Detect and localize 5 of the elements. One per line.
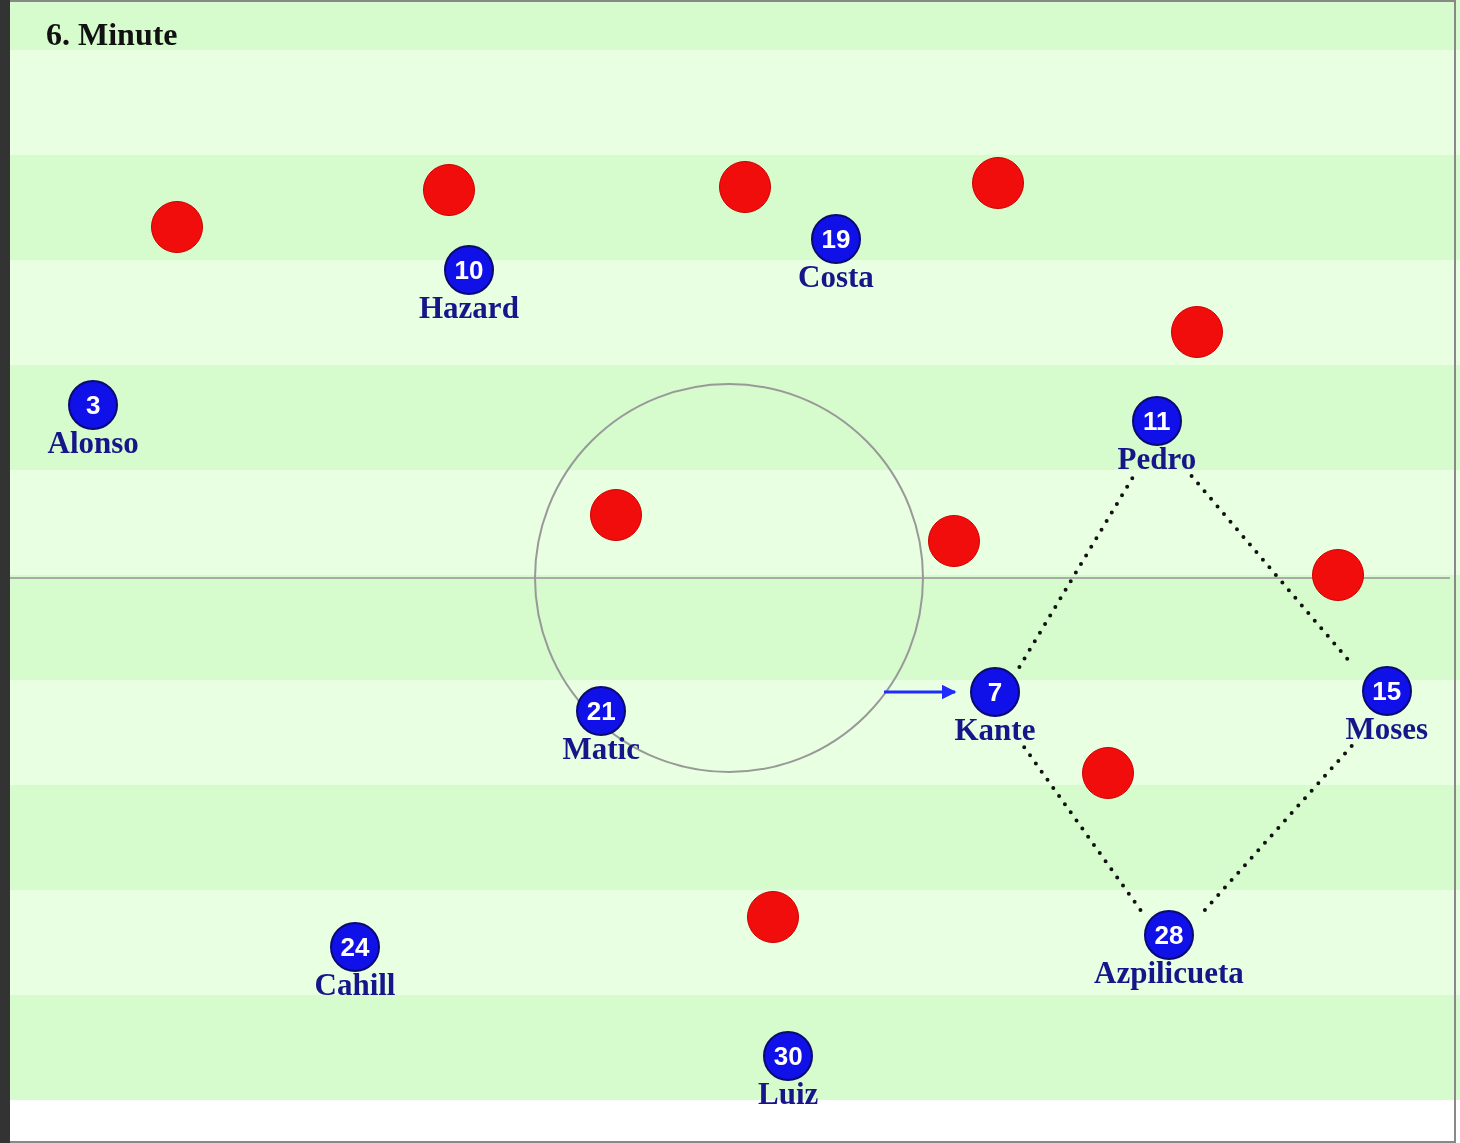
dotted-line (1202, 744, 1354, 912)
dotted-line (1022, 745, 1143, 912)
dotted-line (1017, 474, 1136, 669)
arrow (884, 684, 957, 700)
time-label: 6. Minute (46, 16, 178, 53)
